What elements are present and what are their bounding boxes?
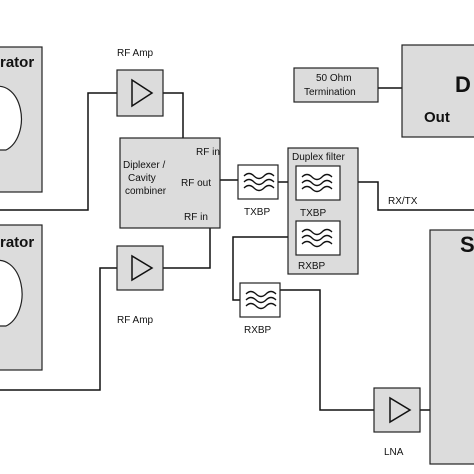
duplex-rxbp-label: RXBP xyxy=(298,261,326,272)
wire-duplex-tx-out xyxy=(340,181,474,211)
termination: 50 Ohm Termination xyxy=(293,67,379,103)
wire-rxbp-to-lna xyxy=(280,289,374,411)
rf-in-bottom-label: RF in xyxy=(184,212,208,223)
rxbp-filter: RXBP xyxy=(239,282,281,336)
generator-bottom: rator xyxy=(0,224,43,371)
txbp-label: TXBP xyxy=(244,207,270,218)
lna-amplifier-icon xyxy=(389,396,412,424)
duplex-rxbp-icon xyxy=(301,228,333,248)
generator-top-label: rator xyxy=(0,54,34,71)
rf-amp-bottom: RF Amp xyxy=(116,245,164,326)
termination-label-line2: Termination xyxy=(304,87,356,98)
rf-amp-bottom-label: RF Amp xyxy=(117,315,154,326)
right-bottom-block: S xyxy=(429,229,474,465)
diplexer-label-line1: Diplexer / xyxy=(123,160,165,171)
rf-out-label: RF out xyxy=(181,178,211,189)
diplexer-label-line3: combiner xyxy=(125,186,167,197)
wire-gen-top-to-amp xyxy=(0,92,117,211)
txbp-filter-icon xyxy=(243,172,275,192)
rf-amp-top: RF Amp xyxy=(116,48,164,117)
duplex-txbp-icon xyxy=(301,173,333,193)
txbp-filter: TXBP xyxy=(237,164,279,218)
rx-tx-label: RX/TX xyxy=(388,196,418,207)
dut-block: D Out xyxy=(401,44,474,138)
termination-label-line1: 50 Ohm xyxy=(316,73,352,84)
rf-in-top-label: RF in xyxy=(196,147,220,158)
lna: LNA xyxy=(373,387,421,458)
duplex-filter-label: Duplex filter xyxy=(292,152,345,163)
generator-bottom-dial-icon xyxy=(0,259,23,327)
wire-duplex-rx-in xyxy=(232,236,296,301)
generator-top: rator xyxy=(0,46,43,193)
diplexer-label-line2: Cavity xyxy=(128,173,156,184)
dut-out-label: Out xyxy=(424,109,450,126)
amplifier-top-icon xyxy=(131,78,154,108)
generator-bottom-label: rator xyxy=(0,234,34,251)
amplifier-bottom-icon xyxy=(131,254,154,282)
dut-letter: D xyxy=(455,72,471,97)
lna-label: LNA xyxy=(384,447,404,458)
rf-amp-top-label: RF Amp xyxy=(117,48,154,59)
duplex-filter: Duplex filter TXBP RXBP xyxy=(287,147,359,275)
duplex-txbp-label: TXBP xyxy=(300,208,326,219)
rxbp-filter-icon xyxy=(245,290,277,310)
wire-gen-bottom-to-amp xyxy=(0,267,117,391)
generator-top-dial-icon xyxy=(0,85,23,151)
right-bottom-letter: S xyxy=(460,232,474,257)
diplexer-combiner: Diplexer / Cavity combiner RF in RF out … xyxy=(119,137,221,229)
wire-amp-bottom-to-rfin xyxy=(163,218,211,269)
rxbp-label: RXBP xyxy=(244,325,272,336)
